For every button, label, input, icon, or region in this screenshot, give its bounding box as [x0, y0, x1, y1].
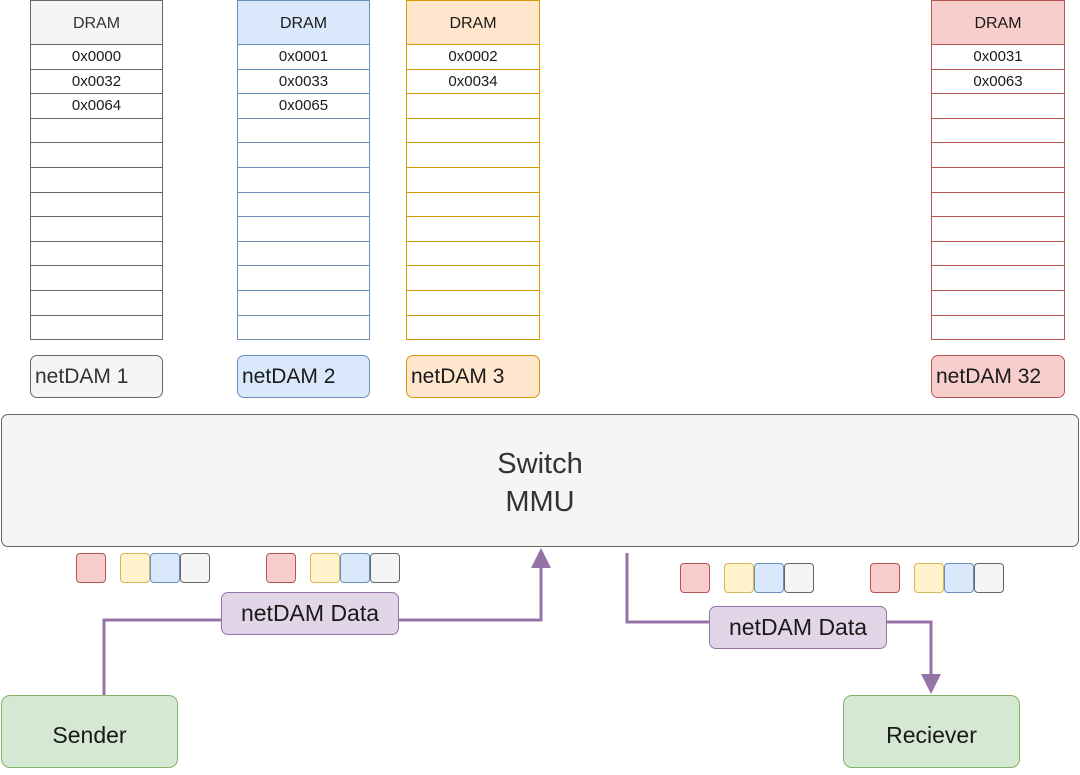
dram-stack-1: DRAM 0x0000 0x0032 0x0064	[30, 0, 163, 341]
memory-cell	[30, 118, 163, 144]
memory-cell	[30, 167, 163, 193]
memory-cell	[30, 217, 163, 242]
dram-stack-2: DRAM 0x0001 0x0033 0x0065	[237, 0, 370, 341]
memory-cell	[237, 192, 370, 218]
memory-cell	[237, 143, 370, 168]
memory-cell	[237, 118, 370, 144]
memory-cell	[931, 167, 1065, 193]
netdam-label-1: netDAM 1	[30, 355, 163, 398]
memory-cell	[237, 167, 370, 193]
memory-cell	[406, 217, 540, 242]
sender-node: Sender	[1, 695, 178, 768]
memory-cell	[931, 192, 1065, 218]
packet-square	[150, 553, 180, 583]
memory-cell	[237, 217, 370, 242]
up-arrowhead	[531, 548, 551, 568]
memory-cell	[30, 315, 163, 341]
memory-cell	[30, 241, 163, 267]
packet-square	[784, 563, 814, 593]
packet-square	[340, 553, 370, 583]
memory-cell	[406, 241, 540, 267]
memory-cell	[406, 192, 540, 218]
memory-cell	[406, 118, 540, 144]
dram-stack-3: DRAM 0x0002 0x0034	[406, 0, 540, 341]
switch-mmu-box: Switch MMU	[1, 414, 1079, 547]
memory-cell	[406, 266, 540, 291]
netdam-label-2: netDAM 2	[237, 355, 370, 398]
packet-square	[680, 563, 710, 593]
sender-flow-label: netDAM Data	[221, 592, 399, 635]
memory-cell: 0x0065	[237, 94, 370, 119]
memory-cell: 0x0031	[931, 45, 1065, 70]
memory-cell: 0x0001	[237, 45, 370, 70]
memory-cell: 0x0002	[406, 45, 540, 70]
dram-header: DRAM	[931, 0, 1065, 45]
memory-cell: 0x0000	[30, 45, 163, 70]
packet-square	[944, 563, 974, 593]
memory-cell	[237, 241, 370, 267]
memory-cell: 0x0033	[237, 69, 370, 95]
packet-square	[754, 563, 784, 593]
memory-cell	[931, 241, 1065, 267]
memory-cell	[406, 143, 540, 168]
down-arrowhead	[921, 674, 941, 694]
switch-title: Switch	[497, 448, 583, 480]
packet-square	[914, 563, 944, 593]
memory-cell: 0x0064	[30, 94, 163, 119]
receiver-node: Reciever	[843, 695, 1020, 768]
dram-header: DRAM	[237, 0, 370, 45]
memory-cell	[931, 94, 1065, 119]
memory-cell	[30, 266, 163, 291]
memory-cell	[931, 315, 1065, 341]
memory-cell	[931, 217, 1065, 242]
netdam-label-3: netDAM 3	[406, 355, 540, 398]
packet-square	[724, 563, 754, 593]
memory-cell: 0x0032	[30, 69, 163, 95]
packet-square	[120, 553, 150, 583]
mmu-title: MMU	[505, 486, 575, 518]
memory-cell	[30, 290, 163, 316]
memory-cell	[931, 290, 1065, 316]
dram-header: DRAM	[30, 0, 163, 45]
memory-cell	[406, 315, 540, 341]
receiver-flow-label: netDAM Data	[709, 606, 887, 649]
packet-square	[76, 553, 106, 583]
memory-cell	[237, 315, 370, 341]
memory-cell	[931, 118, 1065, 144]
packet-square	[310, 553, 340, 583]
memory-cell	[237, 290, 370, 316]
packet-square	[974, 563, 1004, 593]
memory-cell	[30, 143, 163, 168]
memory-cell	[406, 167, 540, 193]
memory-cell	[406, 290, 540, 316]
packet-square	[266, 553, 296, 583]
memory-cell: 0x0063	[931, 69, 1065, 95]
packet-square	[370, 553, 400, 583]
packet-square	[180, 553, 210, 583]
memory-cell	[237, 266, 370, 291]
memory-cell: 0x0034	[406, 69, 540, 95]
dram-stack-32: DRAM 0x0031 0x0063	[931, 0, 1065, 341]
netdam-label-32: netDAM 32	[931, 355, 1065, 398]
memory-cell	[406, 94, 540, 119]
memory-cell	[30, 192, 163, 218]
memory-cell	[931, 266, 1065, 291]
memory-cell	[931, 143, 1065, 168]
dram-header: DRAM	[406, 0, 540, 45]
packet-square	[870, 563, 900, 593]
